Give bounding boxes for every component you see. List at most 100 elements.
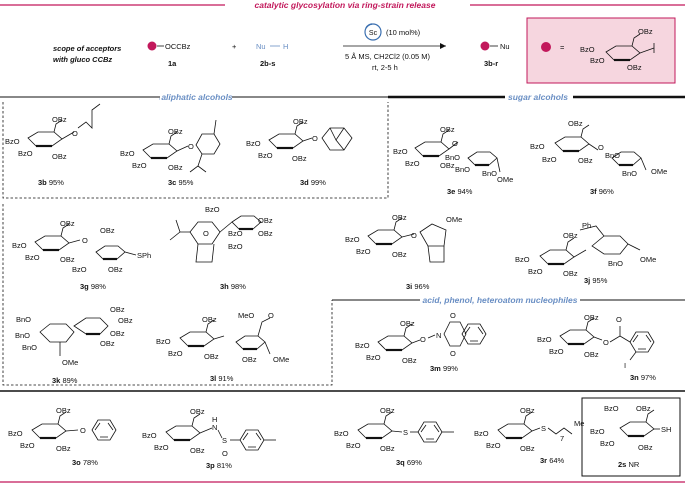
3m-label: 3m 99%	[430, 364, 458, 373]
3o-o-link: O	[80, 426, 86, 435]
3q-s: S	[403, 428, 408, 437]
3b-bzo-4: BzO	[5, 137, 20, 146]
legend-equals: =	[560, 43, 565, 52]
3g-obz-2: OBz	[60, 255, 75, 264]
catalyst-loading: (10 mol%)	[386, 28, 421, 37]
3m-bzo-3: BzO	[366, 353, 381, 362]
2s-obz-2: OBz	[638, 443, 653, 452]
3f-label: 3f 96%	[590, 187, 614, 196]
3r-bzo-3: BzO	[486, 441, 501, 450]
legend-obz-6: OBz	[638, 27, 653, 36]
product-nu: Nu	[500, 42, 510, 51]
3n-label: 3n 97%	[630, 373, 656, 382]
3o-obz-2: OBz	[56, 444, 71, 453]
glycosyl-dot-icon	[147, 41, 157, 51]
3m-obz-2: OBz	[402, 356, 417, 365]
3e-bno-4: BnO	[445, 153, 460, 162]
3f-bzo-3: BzO	[542, 155, 557, 164]
3k-obz-2: OBz	[100, 339, 115, 348]
3k-bno-3: BnO	[22, 343, 37, 352]
3h-bzo-3: BzO	[228, 242, 243, 251]
structure-3k: BnO BnO BnO OMe OBz OBz OBz OBz 3k 89%	[15, 305, 133, 385]
structure-3m: OBz BzO BzO OBz O N O O 3m 99%	[355, 311, 487, 373]
3e-obz-6: OBz	[440, 125, 455, 134]
3l-bzo-4: BzO	[156, 337, 171, 346]
3j-ph: Ph	[582, 221, 591, 230]
3n-bzo-3: BzO	[549, 347, 564, 356]
3n-obz-2: OBz	[584, 350, 599, 359]
3j-label: 3j 95%	[584, 276, 608, 285]
product-id: 3b-r	[484, 59, 498, 68]
3i-ome: OMe	[446, 215, 462, 224]
2s-obz-6: OBz	[636, 404, 651, 413]
3f-obz-6: OBz	[568, 119, 583, 128]
3l-label: 3l 91%	[210, 374, 234, 383]
structure-3e: OBz BzO BzO OBz O BnO BnO BnO OMe 3e 94%	[393, 125, 513, 196]
3f-ome: OMe	[651, 167, 667, 176]
sugar-frame-left	[2, 204, 333, 386]
3f-obz-2: OBz	[578, 156, 593, 165]
2s-bzo-3: BzO	[600, 439, 615, 448]
3m-o-top: O	[450, 311, 456, 320]
3k-bno-4: BnO	[15, 331, 30, 340]
3k-obz-6: OBz	[110, 305, 125, 314]
product-dot-icon	[480, 41, 490, 51]
3m-bzo-4: BzO	[355, 341, 370, 350]
3c-obz-6: OBz	[168, 127, 183, 136]
3h-bzo-2: BzO	[228, 229, 243, 238]
3p-bzo-3: BzO	[154, 443, 169, 452]
3b-bzo-3: BzO	[18, 149, 33, 158]
3g-obz-r2-6: OBz	[100, 226, 115, 235]
3b-obz-2: OBz	[52, 152, 67, 161]
3o-bzo-3: BzO	[20, 441, 35, 450]
catalyst-icon	[364, 23, 382, 41]
3e-bzo-4: BzO	[393, 147, 408, 156]
3p-s: S	[222, 436, 227, 445]
3r-obz-6: OBz	[520, 406, 535, 415]
3n-o-ester: O	[603, 338, 609, 347]
3c-label: 3c 95%	[168, 178, 194, 187]
3e-ome: OMe	[497, 175, 513, 184]
3e-bno-3: BnO	[455, 165, 470, 174]
3m-n: N	[436, 331, 441, 340]
3l-obz-r2: OBz	[242, 355, 257, 364]
catalyst-symbol: Sc	[369, 30, 378, 37]
section-acid-header: acid, phenol, heteroatom nucleophiles	[423, 295, 578, 305]
3n-bzo-4: BzO	[537, 335, 552, 344]
3i-label: 3i 96%	[406, 282, 430, 291]
3h-bzo-top: BzO	[205, 205, 220, 214]
2s-box	[581, 397, 681, 477]
3c-obz-2: OBz	[168, 163, 183, 172]
aliphatic-frame	[2, 102, 389, 199]
3d-obz-2: OBz	[292, 154, 307, 163]
3n-iodo: I	[624, 361, 626, 370]
structure-3h: BzO OBz BzO OBz BzO O 3h 98%	[169, 205, 273, 291]
3b-label: 3b 95%	[38, 178, 64, 187]
3r-label: 3r 64%	[540, 456, 565, 465]
3q-bzo-4: BzO	[334, 429, 349, 438]
3l-bzo-3: BzO	[168, 349, 183, 358]
structure-3o: OBz BzO BzO OBz O 3o 78%	[8, 406, 117, 467]
3e-label: 3e 94%	[447, 187, 473, 196]
3i-bzo-4: BzO	[345, 235, 360, 244]
structure-3g: OBz BzO BzO OBz O OBz BzO OBz SPh 3g 98%	[12, 219, 151, 291]
2s-bzo-4: BzO	[590, 427, 605, 436]
3f-o-link: O	[598, 143, 604, 152]
3r-me: Me	[574, 419, 584, 428]
3c-bzo-3: BzO	[132, 161, 147, 170]
legend-bzo-3: BzO	[590, 56, 605, 65]
3m-obz-6: OBz	[400, 319, 415, 328]
3c-o-anomeric: O	[188, 142, 194, 151]
3f-bno-2: BnO	[622, 169, 637, 178]
structure-3p: OBz BzO BzO OBz N H S O O 3p 81%	[142, 407, 276, 470]
3r-chain-n: 7	[560, 434, 564, 443]
3g-obz-6: OBz	[60, 219, 75, 228]
structure-3n: OBz BzO BzO OBz O O I 3n 97%	[537, 313, 656, 382]
3p-obz-2: OBz	[190, 446, 205, 455]
3f-bno-3: BnO	[605, 151, 620, 160]
3j-bzo-3: BzO	[528, 267, 543, 276]
3e-o-link: O	[452, 139, 458, 148]
3g-o-link: O	[82, 236, 88, 245]
legend-bzo-4: BzO	[580, 45, 595, 54]
